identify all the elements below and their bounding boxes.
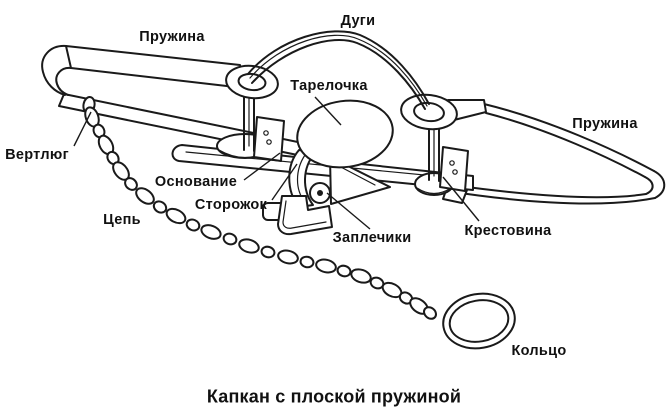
- pan-support-arm: [329, 156, 391, 205]
- label-storozhok: Сторожок: [194, 196, 268, 213]
- label-zaplechiki: Заплечики: [332, 229, 412, 246]
- vertlyug-leader: [73, 111, 92, 147]
- left-post: [243, 89, 285, 162]
- storozhok-leader: [271, 163, 298, 201]
- krestovina-leader: [442, 176, 480, 222]
- jaws-arcs: [247, 30, 430, 110]
- label-tarelochka: Тарелочка: [290, 77, 368, 94]
- chain: [82, 96, 437, 320]
- leader-lines: [73, 96, 480, 230]
- ring: [442, 292, 516, 350]
- shoulders-bracket: [262, 182, 333, 236]
- tarelochka-leader: [314, 96, 342, 126]
- right-post: [428, 119, 469, 192]
- osnovanie-leader: [243, 152, 281, 181]
- zaplechiki-leader: [326, 192, 371, 230]
- spring-eye-right: [400, 93, 487, 131]
- pan-plate: [296, 99, 394, 169]
- label-pruzhina-right: Пружина: [572, 115, 638, 132]
- label-koltso: Кольцо: [511, 342, 567, 359]
- label-vertlyug: Вертлюг: [5, 146, 69, 163]
- label-pruzhina-left: Пружина: [139, 28, 205, 45]
- label-dugi: Дуги: [340, 12, 376, 29]
- label-osnovanie: Основание: [154, 173, 238, 190]
- diagram-caption: Капкан с плоской пружиной: [206, 386, 462, 407]
- label-krestovina: Крестовина: [464, 222, 552, 239]
- label-tsep: Цепь: [103, 211, 141, 228]
